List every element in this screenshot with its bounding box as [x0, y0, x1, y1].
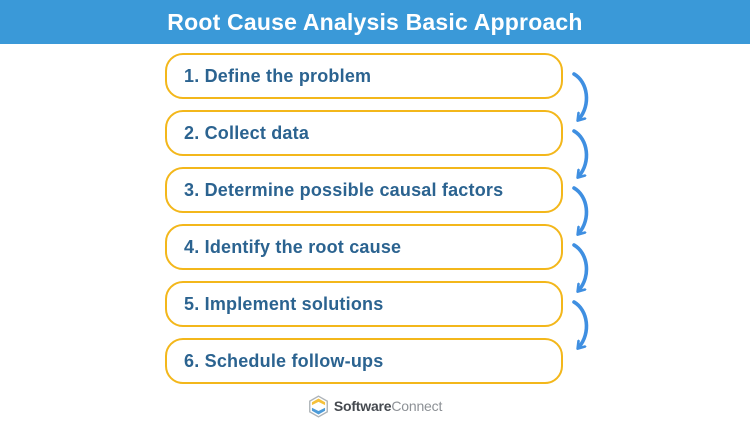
step-label: 5. Implement solutions	[184, 293, 384, 314]
curved-down-arrow-icon	[572, 243, 589, 300]
brand-name-connect: Connect	[391, 398, 443, 414]
step-box: 1. Define the problem	[165, 53, 563, 99]
step-box: 4. Identify the root cause	[165, 224, 563, 270]
step-box: 5. Implement solutions	[165, 281, 563, 327]
step-box: 2. Collect data	[165, 110, 563, 156]
step-box: 3. Determine possible causal factors	[165, 167, 563, 213]
page-title: Root Cause Analysis Basic Approach	[167, 9, 583, 35]
brand-name: SoftwareConnect	[334, 398, 442, 414]
step-box: 6. Schedule follow-ups	[165, 338, 563, 384]
step-label: 2. Collect data	[184, 122, 310, 143]
curved-down-arrow-icon	[572, 186, 589, 243]
step-label: 4. Identify the root cause	[184, 236, 402, 257]
step-label: 6. Schedule follow-ups	[184, 350, 384, 371]
title-banner: Root Cause Analysis Basic Approach	[0, 0, 750, 44]
brand-footer: SoftwareConnect	[0, 393, 750, 419]
step-label: 1. Define the problem	[184, 65, 372, 86]
curved-down-arrow-icon	[572, 129, 589, 186]
step-label: 3. Determine possible causal factors	[184, 179, 504, 200]
software-connect-logo-hexagon-icon	[308, 394, 328, 418]
curved-down-arrow-icon	[572, 72, 589, 129]
curved-down-arrow-icon	[572, 300, 589, 357]
brand-name-software: Software	[333, 398, 392, 414]
